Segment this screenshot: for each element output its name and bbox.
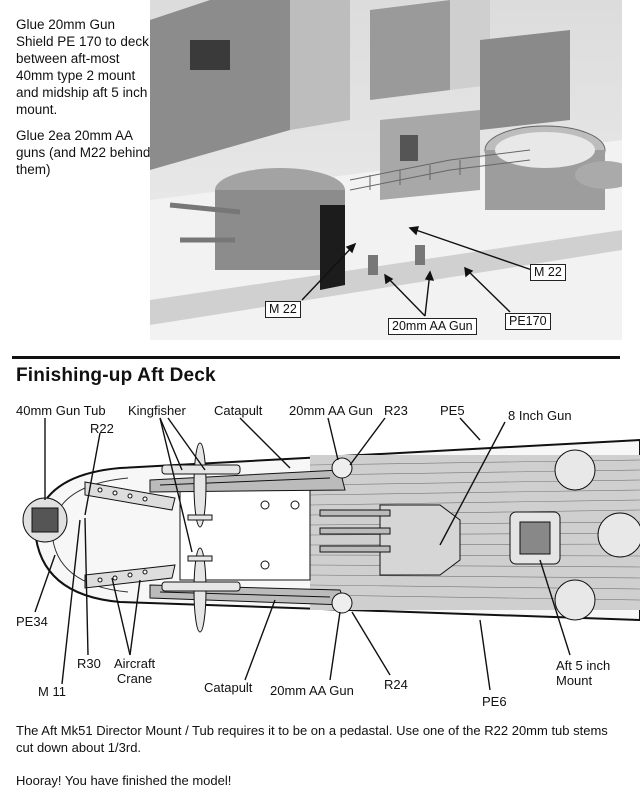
label-8-inch-gun: 8 Inch Gun (508, 408, 572, 423)
instruction-paragraph: The Aft Mk51 Director Mount / Tub requir… (16, 723, 608, 755)
label-catapult-bottom: Catapult (204, 680, 253, 695)
kingfisher-bottom-plane (161, 547, 241, 633)
section-divider (12, 356, 620, 359)
label-pe6: PE6 (482, 694, 507, 709)
label-20mm-aa-gun-bottom: 20mm AA Gun (270, 683, 354, 698)
label-40mm-gun-tub: 40mm Gun Tub (16, 403, 106, 418)
aa-gun-tub-top (331, 457, 353, 479)
label-aft-5-inch-mount: Aft 5 inch Mount (556, 658, 611, 688)
aa-gun-tub-bottom (331, 592, 353, 614)
diagram-leader-lines (34, 417, 571, 691)
label-20mm-aa-gun-render: 20mm AA Gun (388, 318, 477, 335)
label-r30: R30 (77, 656, 101, 671)
ship-render-figure (150, 0, 622, 340)
label-aircraft-crane: Aircraft Crane (114, 656, 156, 686)
mount-5inch-shape (509, 511, 561, 565)
label-m11: M 11 (38, 684, 66, 699)
label-kingfisher: Kingfisher (128, 403, 186, 418)
label-pe34: PE34 (16, 614, 48, 629)
label-m22-left: M 22 (265, 301, 301, 318)
note-aa-guns: Glue 2ea 20mm AA guns (and M22 behind th… (16, 128, 151, 177)
section-title: Finishing-up Aft Deck (16, 365, 216, 386)
closing-text: Hooray! You have finished the model! (16, 773, 232, 788)
label-pe170: PE170 (505, 313, 551, 330)
label-m22-right: M 22 (530, 264, 566, 281)
label-r22: R22 (90, 421, 114, 436)
ship-render-image (150, 0, 622, 340)
turret-8inch-shape (319, 504, 461, 576)
label-r23: R23 (384, 403, 408, 418)
label-catapult-top: Catapult (214, 403, 263, 418)
gun-tub-40mm-shape (22, 497, 68, 543)
note-gun-shield: Glue 20mm Gun Shield PE 170 to deck betw… (16, 17, 149, 117)
label-20mm-aa-gun-top: 20mm AA Gun (289, 403, 373, 418)
label-pe5: PE5 (440, 403, 465, 418)
label-r24: R24 (384, 677, 408, 692)
